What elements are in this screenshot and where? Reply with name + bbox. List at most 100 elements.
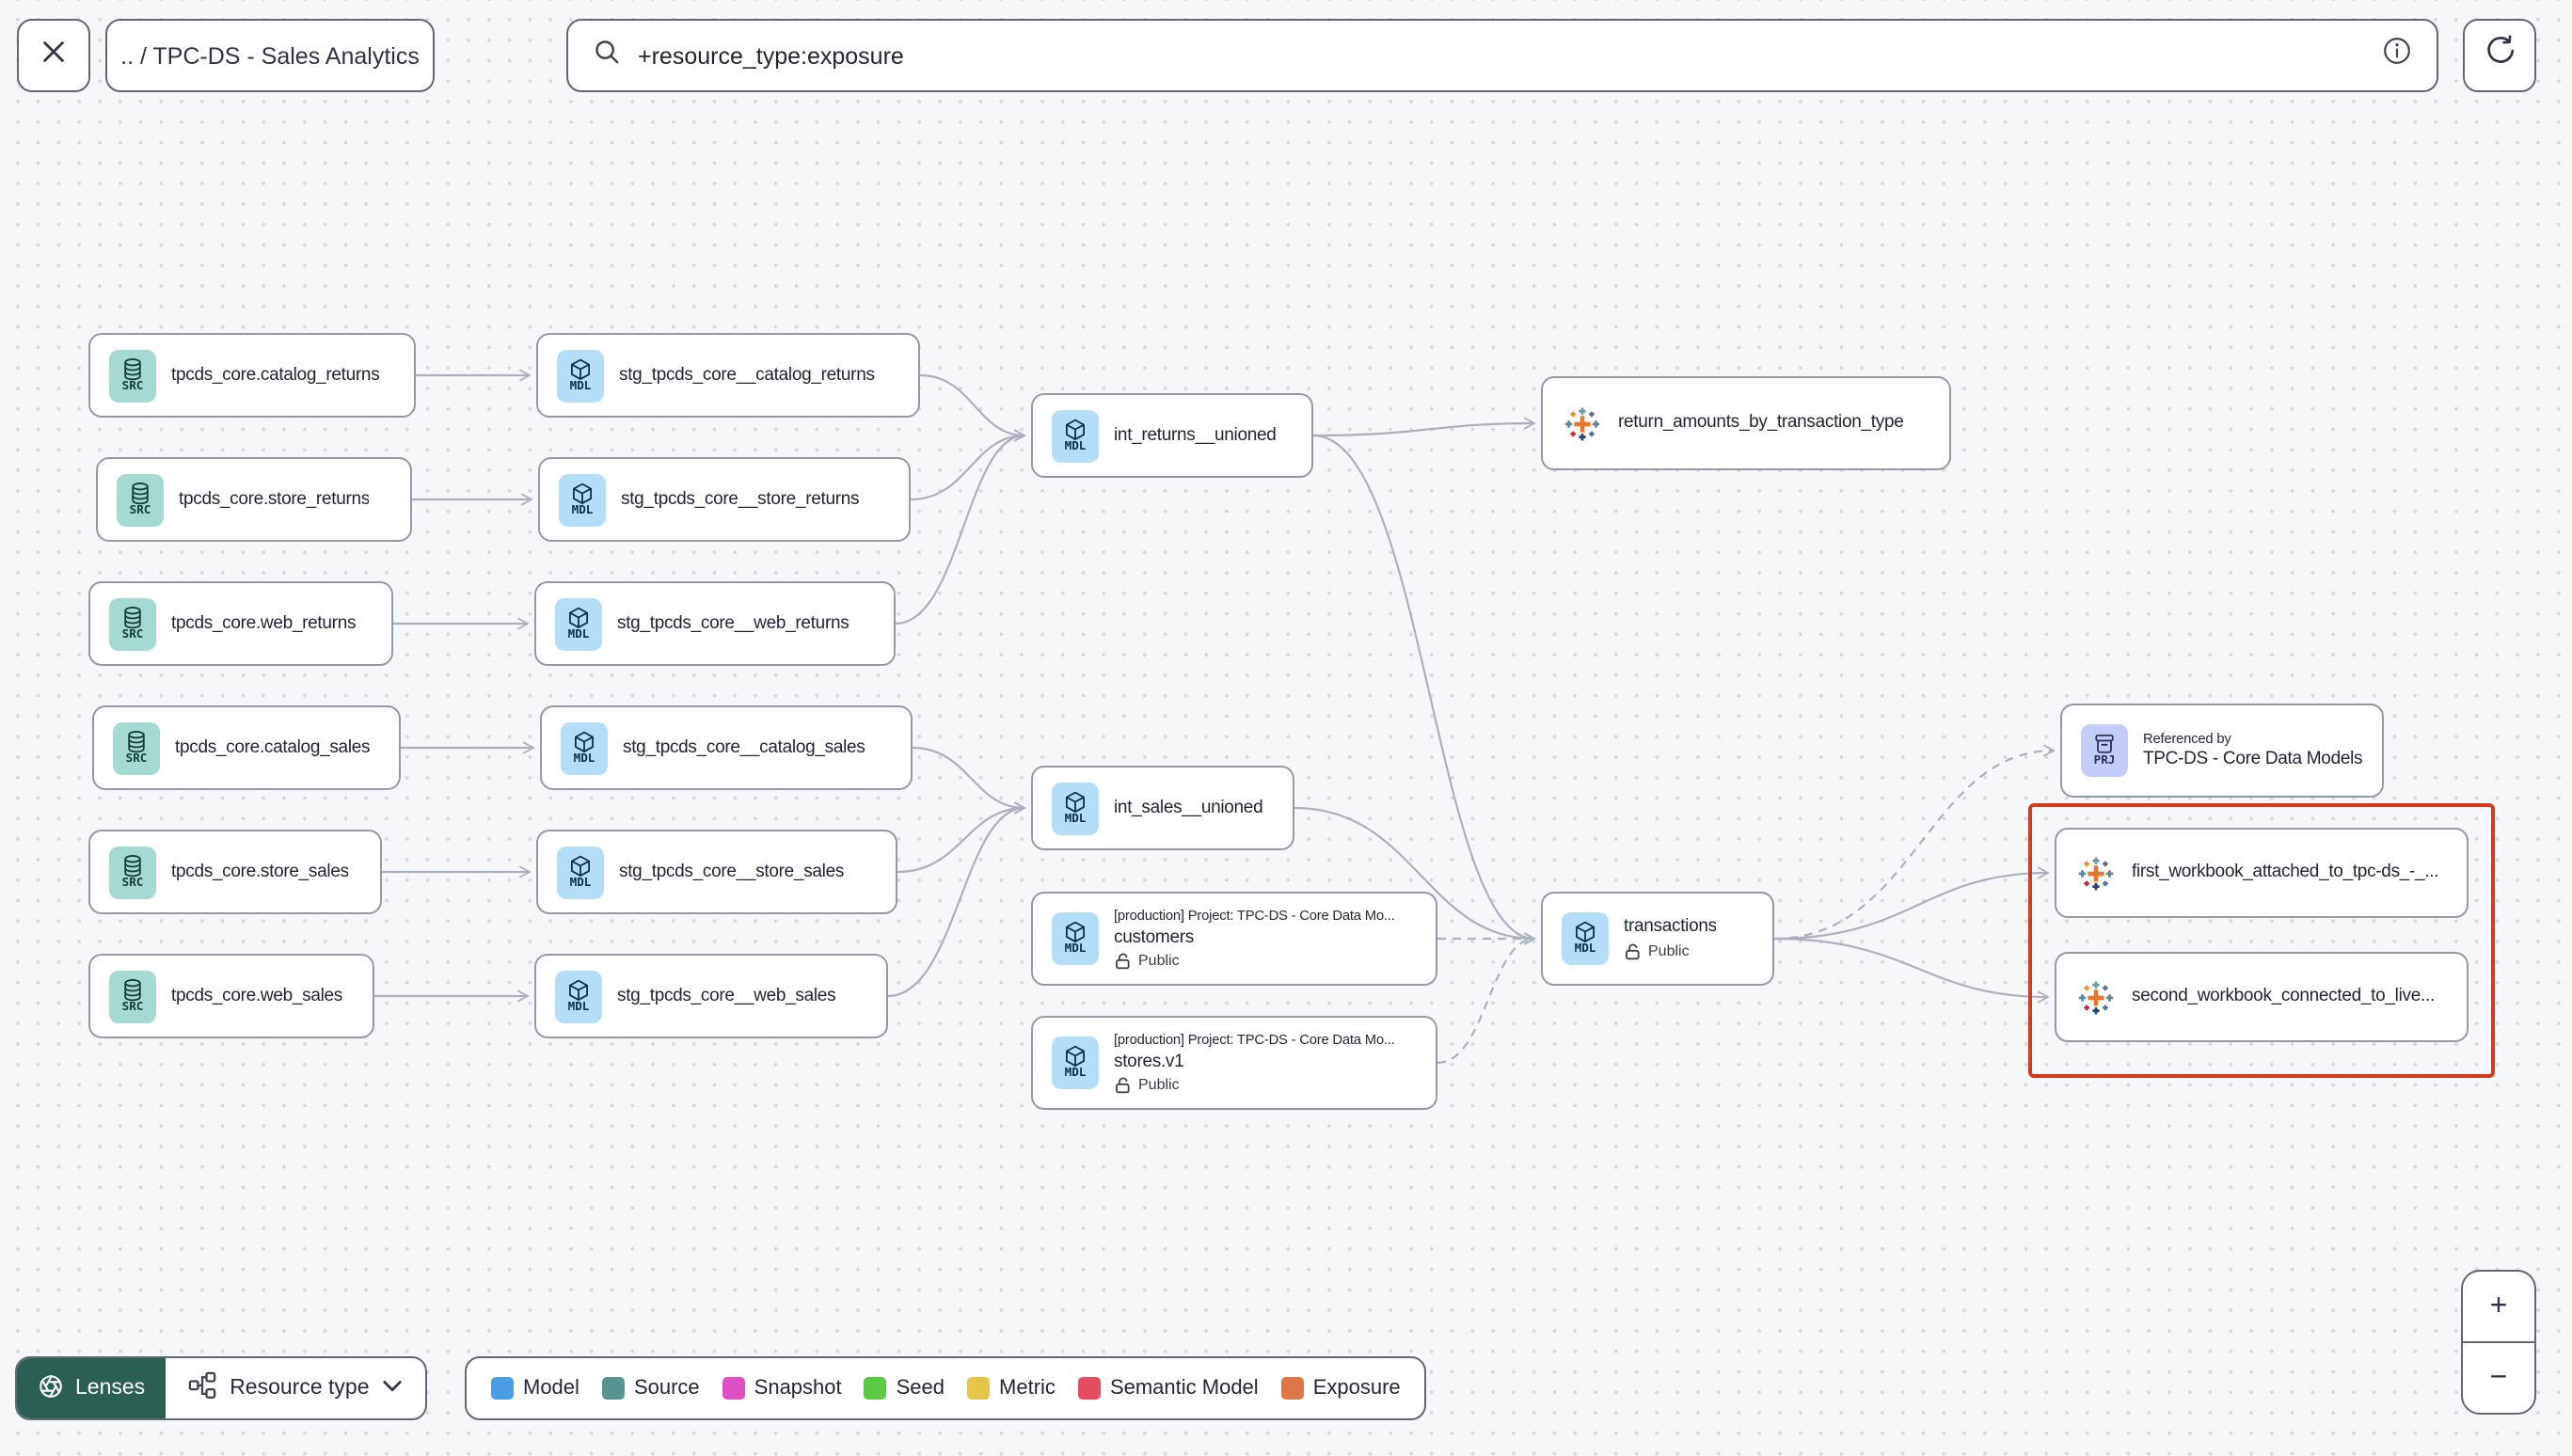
node-text: stg_tpcds_core__web_sales (617, 985, 835, 1006)
model-badge: MDL (1052, 782, 1099, 834)
legend-label: Model (523, 1377, 579, 1400)
model-badge: MDL (555, 970, 602, 1022)
badge-label: SRC (125, 752, 148, 766)
tableau-exposure-icon (2075, 852, 2117, 894)
badge-label: MDL (573, 752, 595, 766)
node-stg_catalog_returns[interactable]: MDL stg_tpcds_core__catalog_returns (536, 333, 920, 418)
legend-color-chip (1280, 1377, 1304, 1400)
hierarchy-icon (188, 1371, 216, 1405)
badge-label: SRC (121, 379, 144, 393)
node-customers[interactable]: MDL[production] Project: TPC-DS - Core D… (1031, 892, 1437, 986)
node-label: int_returns__unioned (1114, 424, 1277, 446)
source-badge: SRC (109, 349, 156, 402)
node-text: stg_tpcds_core__store_returns (621, 488, 859, 510)
node-stg_web_sales[interactable]: MDL stg_tpcds_core__web_sales (534, 954, 888, 1038)
badge-label: SRC (121, 876, 144, 890)
search-icon (593, 37, 621, 74)
legend-label: Snapshot (754, 1377, 842, 1400)
model-badge: MDL (555, 597, 602, 650)
breadcrumb-label: .. / TPC-DS - Sales Analytics (120, 42, 420, 69)
node-stores[interactable]: MDL [production] Project: TPC-DS - Core D… (1031, 1016, 1437, 1110)
access-label: Public (1648, 942, 1690, 959)
node-label: customers (1114, 926, 1194, 948)
legend-item-semantic-model: Semantic Model (1077, 1377, 1259, 1400)
badge-label: SRC (121, 1000, 144, 1014)
resource-type-dropdown[interactable]: Resource type (166, 1358, 425, 1418)
selection-highlight-box (2028, 803, 2495, 1078)
node-exp_first_workbook[interactable]: first_workbook_attached_to_tpc-ds_-_... (2055, 828, 2469, 918)
legend-label: Semantic Model (1109, 1377, 1259, 1400)
x-icon (40, 37, 68, 74)
model-badge: MDL (1052, 1037, 1099, 1089)
node-exp_second_workbook[interactable]: second_workbook_connected_to_live... (2055, 952, 2469, 1042)
lineage-edge (1773, 866, 2050, 941)
refresh-icon (2483, 34, 2516, 77)
search-bar[interactable] (566, 19, 2438, 92)
badge-label: MDL (569, 379, 592, 393)
search-input[interactable] (638, 42, 2365, 69)
node-label: int_sales__unioned (1114, 797, 1263, 818)
node-src_web_sales[interactable]: SRC tpcds_core.web_sales (88, 954, 374, 1038)
legend-color-chip (601, 1377, 625, 1400)
zoom-control: + − (2461, 1270, 2536, 1415)
node-access: Public (1624, 942, 1717, 960)
node-src_catalog_returns[interactable]: SRC tpcds_core.catalog_returns (88, 333, 416, 418)
lineage-edge (910, 429, 1026, 501)
node-label: stores.v1 (1114, 1051, 1184, 1072)
zoom-in-button[interactable]: + (2463, 1272, 2534, 1343)
badge-label: SRC (129, 503, 151, 517)
legend-color-chip (967, 1377, 991, 1400)
badge-label: MDL (567, 627, 590, 641)
node-label: stg_tpcds_core__store_returns (621, 488, 860, 510)
node-text: tpcds_core.store_returns (179, 488, 370, 510)
source-badge: SRC (109, 597, 156, 650)
node-text: [production] Project: TPC-DS - Core Data… (1114, 1031, 1395, 1094)
node-stg_catalog_sales[interactable]: MDL stg_tpcds_core__catalog_sales (540, 705, 913, 790)
legend-color-chip (722, 1377, 745, 1400)
legend-label: Source (633, 1377, 700, 1400)
zoom-out-button[interactable]: − (2489, 1361, 2508, 1393)
lenses-label: Lenses (75, 1377, 146, 1400)
badge-label: SRC (121, 627, 144, 641)
legend-label: Exposure (1312, 1377, 1401, 1400)
node-src_web_returns[interactable]: SRC tpcds_core.web_returns (88, 581, 393, 666)
close-button[interactable] (17, 19, 90, 92)
badge-label: PRJ (2093, 754, 2116, 768)
node-text: tpcds_core.web_sales (171, 985, 342, 1006)
info-icon[interactable] (2382, 36, 2412, 75)
breadcrumb[interactable]: .. / TPC-DS - Sales Analytics (105, 19, 435, 92)
legend-item-model: Model (491, 1377, 579, 1400)
node-exp_return_amounts[interactable]: return_amounts_by_transaction_type (1541, 376, 1951, 470)
unlock-icon (1114, 1076, 1133, 1095)
node-label: TPC-DS - Core Data Models (2143, 749, 2363, 770)
badge-label: MDL (569, 876, 592, 890)
node-label: stg_tpcds_core__catalog_sales (623, 736, 865, 758)
node-src_store_returns[interactable]: SRC tpcds_core.store_returns (96, 457, 412, 542)
lineage-edge (1437, 932, 1536, 1065)
legend-item-snapshot: Snapshot (722, 1377, 842, 1400)
node-text: stg_tpcds_core__catalog_returns (619, 364, 875, 386)
lenses-button[interactable]: Lenses (17, 1358, 167, 1418)
source-badge: SRC (109, 846, 156, 898)
node-int_sales[interactable]: MDL int_sales__unioned (1031, 766, 1294, 850)
legend-color-chip (491, 1377, 514, 1400)
node-text: tpcds_core.web_returns (171, 612, 356, 634)
node-text: tpcds_core.catalog_returns (171, 364, 379, 386)
lineage-edge (895, 429, 1026, 625)
badge-label: MDL (1064, 812, 1087, 826)
model-badge: MDL (1562, 912, 1609, 965)
badge-label: MDL (1064, 1067, 1087, 1081)
resource-type-label: Resource type (230, 1377, 370, 1400)
node-label: tpcds_core.catalog_returns (171, 364, 380, 386)
refresh-button[interactable] (2463, 19, 2536, 92)
